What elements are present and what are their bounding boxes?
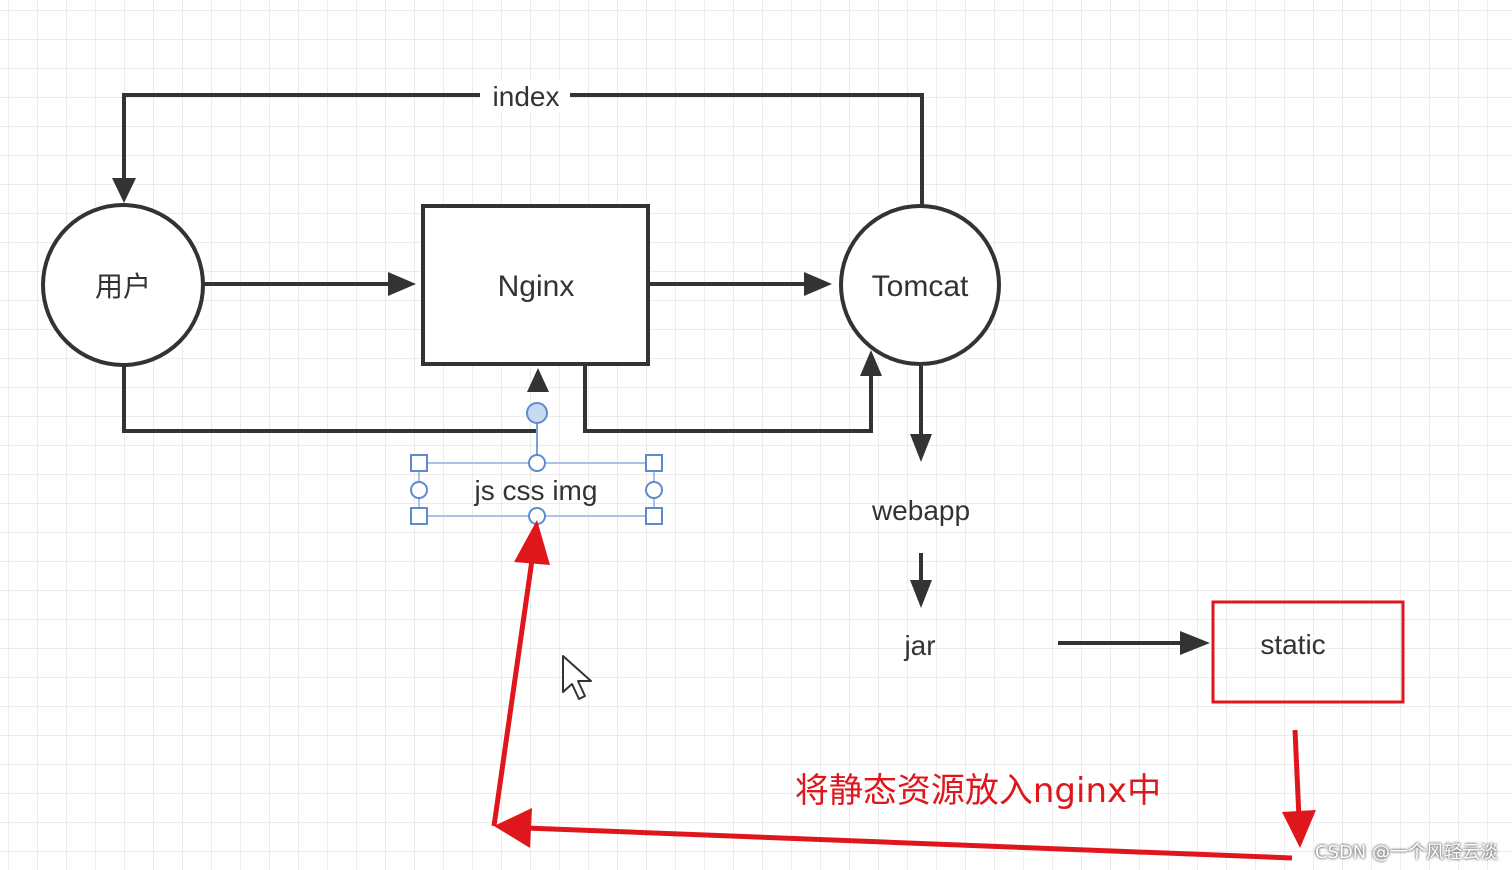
- edge-tomcat-to-webapp[interactable]: [910, 366, 932, 462]
- rotate-handle[interactable]: [526, 402, 548, 424]
- node-user[interactable]: 用户: [41, 203, 205, 367]
- resize-handle-w[interactable]: [410, 481, 428, 499]
- edge-user-to-nginx-static[interactable]: [122, 364, 549, 433]
- resize-handle-e[interactable]: [645, 481, 663, 499]
- node-tomcat[interactable]: Tomcat: [839, 204, 1001, 366]
- tomcat-label: Tomcat: [872, 270, 969, 303]
- annotation-text: 将静态资源放入nginx中: [795, 771, 1161, 811]
- resize-handle-nw[interactable]: [410, 454, 428, 472]
- node-static-files-selected[interactable]: js css img: [410, 402, 663, 525]
- node-static[interactable]: static: [1211, 600, 1405, 704]
- index-label: index: [493, 81, 560, 112]
- nginx-label: Nginx: [498, 270, 575, 303]
- edge-webapp-to-jar[interactable]: [910, 553, 932, 608]
- static-label: static: [1260, 629, 1325, 660]
- node-nginx[interactable]: Nginx: [421, 204, 650, 366]
- edge-jar-to-static[interactable]: [1058, 631, 1210, 655]
- red-arrow-to-left: [494, 808, 1293, 861]
- webapp-label[interactable]: webapp: [871, 495, 970, 526]
- index-label-bg: [480, 80, 570, 112]
- resize-handle-sw[interactable]: [410, 507, 428, 525]
- jar-label[interactable]: jar: [903, 630, 935, 661]
- resize-handle-ne[interactable]: [645, 454, 663, 472]
- watermark: CSDN @一个风轻云淡: [1314, 842, 1498, 863]
- user-label: 用户: [95, 271, 151, 302]
- edge-user-to-nginx[interactable]: [203, 272, 416, 296]
- mouse-cursor-icon: [562, 655, 592, 700]
- resize-handle-se[interactable]: [645, 507, 663, 525]
- red-arrow-up-to-static-files: [491, 520, 550, 827]
- edge-nginx-to-tomcat[interactable]: [650, 272, 832, 296]
- red-arrow-static-down: [1282, 729, 1316, 848]
- edge-nginx-to-tomcat-bottom[interactable]: [583, 350, 882, 433]
- resize-handle-n[interactable]: [528, 454, 546, 472]
- static-files-label: js css img: [474, 475, 598, 506]
